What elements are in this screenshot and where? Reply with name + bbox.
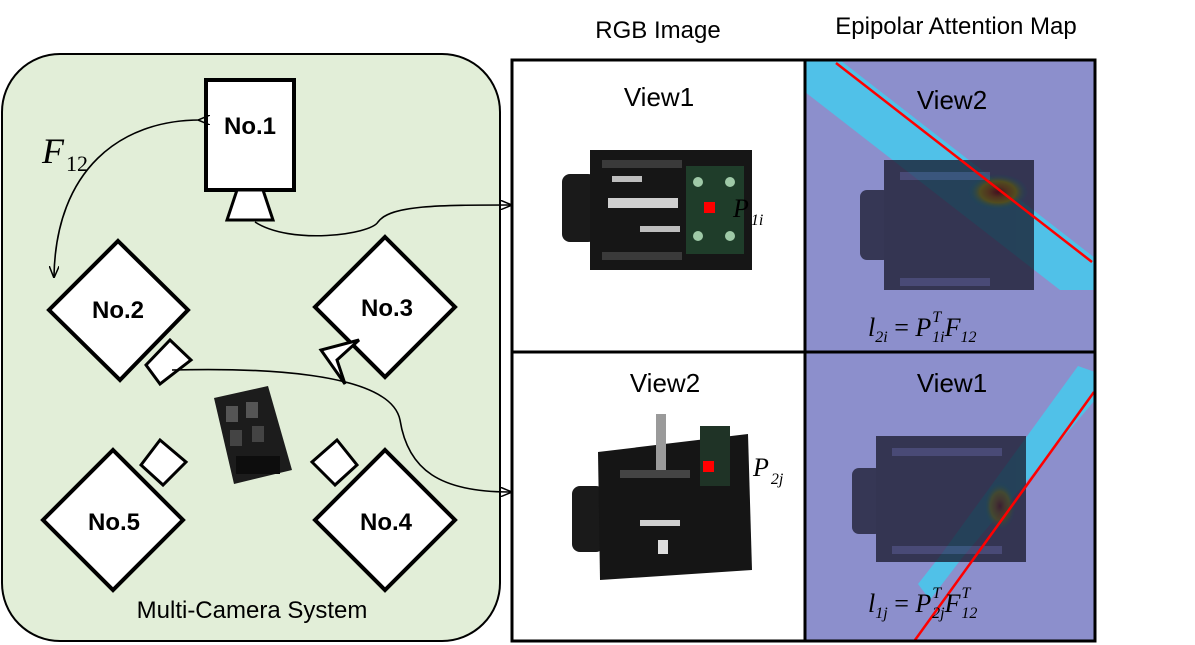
camera-no1: No.1	[204, 78, 296, 222]
camera-lens	[224, 188, 276, 222]
attention-header: Epipolar Attention Map	[835, 13, 1077, 40]
camera-no3: No.3	[312, 234, 458, 385]
camera-body	[40, 447, 186, 593]
svg-text:P1i: P1i	[732, 194, 763, 229]
camera-label: No.4	[360, 509, 413, 536]
camera-label: No.5	[88, 509, 140, 536]
camera-lens	[318, 338, 361, 385]
panel-title: View2	[917, 85, 987, 115]
camera-lens	[309, 437, 360, 488]
camera-body	[312, 447, 458, 593]
connector-object	[214, 386, 292, 484]
point-p2j	[703, 461, 714, 472]
point-p1i	[704, 202, 715, 213]
camera-no4: No.4	[309, 437, 458, 593]
epipolar-line	[835, 62, 1093, 263]
jack-image	[852, 436, 1026, 562]
camera-body	[204, 78, 296, 192]
panel-grid	[510, 58, 1097, 643]
camera-lens	[138, 437, 189, 488]
jack-image	[860, 160, 1034, 290]
jack-image	[562, 150, 752, 270]
arrow-camera2-to-view2	[171, 368, 510, 492]
arrow-camera1-to-view1	[254, 205, 510, 237]
camera-lens	[144, 337, 194, 387]
panel-title: View1	[624, 82, 694, 112]
rgb-header: RGB Image	[595, 17, 720, 44]
camera-label: No.3	[361, 295, 413, 322]
fundamental-arrow	[54, 120, 200, 276]
epipolar-line	[913, 391, 1096, 641]
camera-label: No.1	[224, 113, 276, 140]
camera-no5: No.5	[40, 437, 189, 593]
system-label: Multi-Camera System	[137, 597, 368, 624]
svg-text:P2j: P2j	[752, 453, 784, 488]
camera-label: No.2	[92, 297, 144, 324]
panel-title: View2	[630, 368, 700, 398]
panel-title: View1	[917, 368, 987, 398]
